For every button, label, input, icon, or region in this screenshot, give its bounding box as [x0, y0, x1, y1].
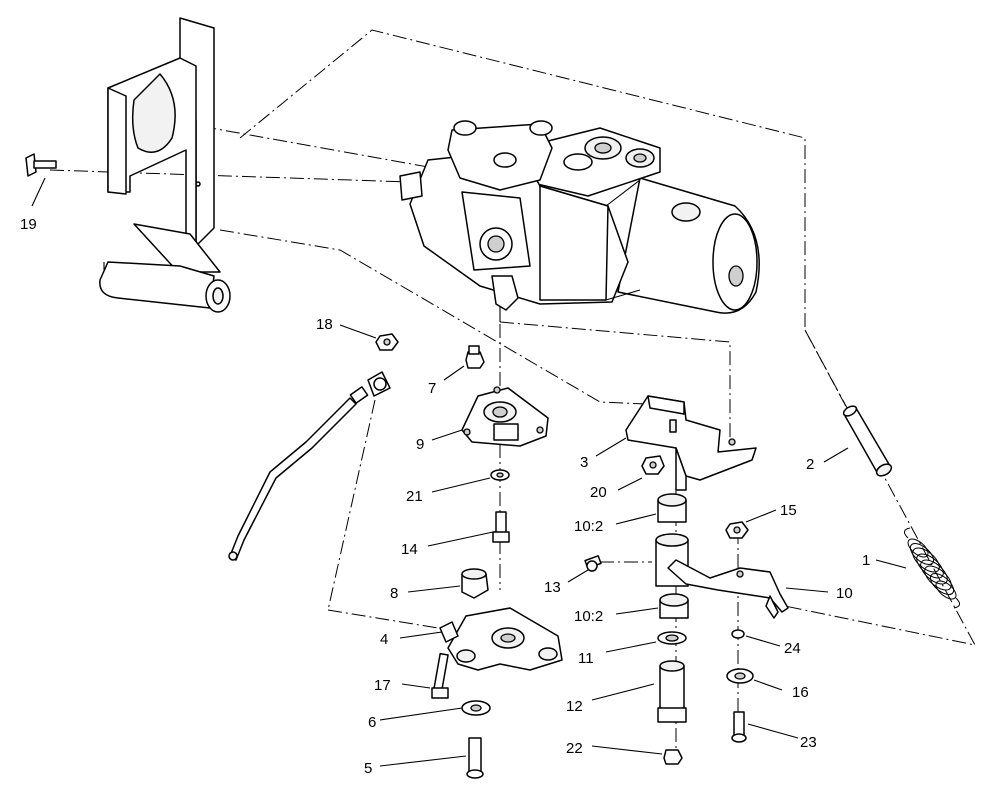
part-20-nut	[641, 455, 665, 475]
part-24-washer	[731, 629, 745, 639]
part-10-arm	[655, 533, 789, 619]
part-16-spacer	[726, 668, 754, 684]
callout-labels: 19 18 7 9 21 14 8 4 17 6 5 3 20 10:2 13 …	[20, 216, 870, 777]
part-3-bracket	[625, 395, 757, 491]
callout-4: 4	[380, 631, 388, 648]
part-11-washer	[657, 631, 687, 645]
part-2-sleeve	[842, 405, 893, 477]
callout-17: 17	[374, 677, 391, 694]
callout-19: 19	[20, 216, 37, 233]
part-15-nut	[725, 521, 749, 539]
part-10-2-bushing-lower	[659, 593, 689, 619]
callout-10-visible: 10	[836, 585, 853, 602]
part-1-spring	[904, 527, 960, 609]
leader-lines	[31, 177, 907, 767]
part-8-bushing	[461, 568, 489, 599]
callout-23: 23	[800, 734, 817, 751]
callout-24: 24	[784, 640, 801, 657]
part-13-screw	[584, 555, 602, 572]
callout-12-visible: 12	[566, 698, 583, 715]
part-23-bolt	[731, 711, 747, 743]
part-14-bolt	[492, 511, 510, 543]
callout-20: 20	[590, 484, 607, 501]
part-4-plate	[439, 607, 563, 671]
part-12-shaft	[657, 660, 687, 723]
part-5-bolt	[466, 737, 484, 779]
callout-22: 22	[566, 740, 583, 757]
callout-21: 21	[406, 488, 423, 505]
part-6-washer	[461, 700, 491, 716]
control-rod	[228, 371, 391, 561]
part-21-washer	[490, 469, 510, 481]
callout-5: 5	[364, 760, 372, 777]
part-17-screw	[431, 652, 449, 699]
callout-3: 3	[580, 454, 588, 471]
part-19-bolt	[25, 153, 57, 177]
part-22-nut	[663, 749, 683, 765]
callout-15: 15	[780, 502, 797, 519]
callout-8: 8	[390, 585, 398, 602]
callout-6: 6	[368, 714, 376, 731]
callout-16: 16	[792, 684, 809, 701]
callout-2: 2	[806, 456, 814, 473]
part-9-plate	[461, 386, 549, 447]
part-18-nut	[375, 333, 399, 351]
hydrostatic-pump	[399, 120, 760, 322]
part-7-nut	[465, 345, 485, 369]
callout-9: 9	[416, 436, 424, 453]
callout-14: 14	[401, 541, 418, 558]
callout-18: 18	[316, 316, 333, 333]
callout-13: 13	[544, 579, 561, 596]
callout-11: 11	[578, 650, 594, 667]
callout-10-2-lower: 10:2	[574, 608, 603, 625]
mounting-bracket	[99, 17, 231, 313]
part-10-2-bushing-upper	[657, 493, 687, 523]
callout-1: 1	[862, 552, 870, 569]
callout-10-2-upper: 10:2	[574, 518, 603, 535]
callout-7: 7	[428, 380, 436, 397]
